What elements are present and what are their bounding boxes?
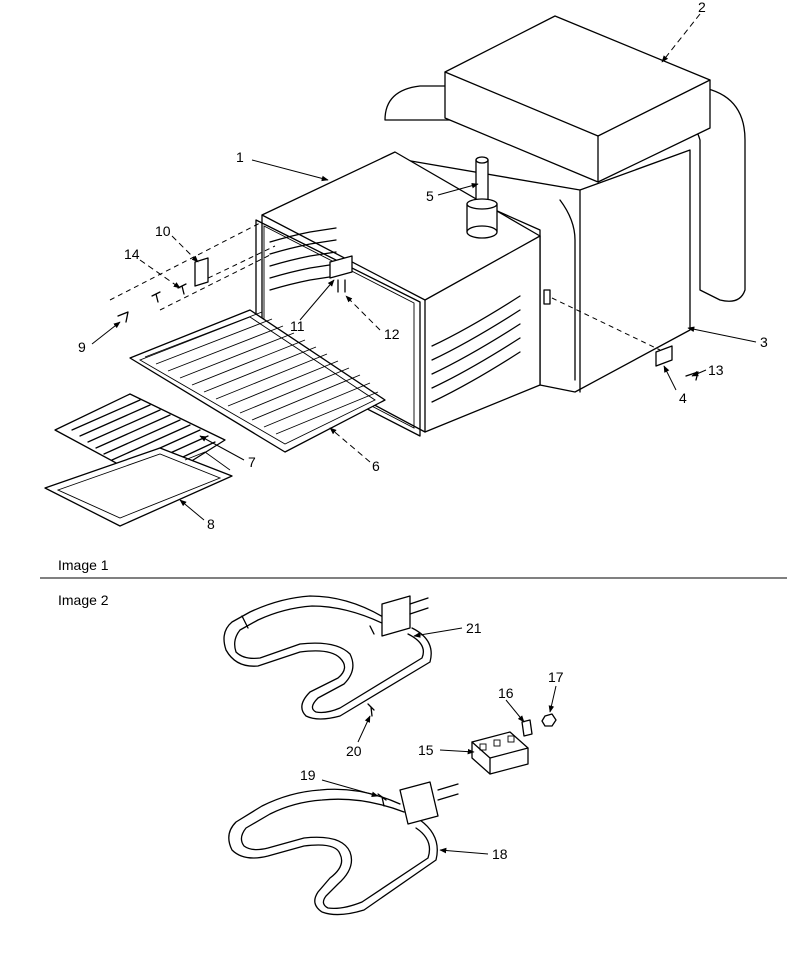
callout-7: 7 (248, 454, 256, 470)
rack-supports (269, 227, 337, 291)
screw-19 (377, 793, 387, 807)
broil-pan (44, 447, 233, 527)
callout-numbers: 1 2 3 4 5 6 7 8 9 10 11 12 13 14 15 16 1… (78, 0, 768, 862)
broil-element (223, 595, 432, 720)
callout-8: 8 (207, 516, 215, 532)
callout-6: 6 (372, 458, 380, 474)
bracket-16 (521, 719, 533, 737)
vent-tube (466, 156, 498, 239)
screw-14a (151, 291, 161, 303)
callout-18: 18 (492, 846, 508, 862)
callout-11: 11 (290, 318, 305, 334)
callout-9: 9 (78, 339, 86, 355)
side-embossing (431, 295, 521, 403)
callout-1: 1 (236, 149, 244, 165)
callout-19: 19 (300, 767, 316, 783)
screws-12 (337, 279, 346, 293)
section-label-image-1: Image 1 (58, 557, 109, 573)
bake-element (228, 781, 459, 916)
bracket-4 (655, 345, 673, 367)
side-clip (543, 289, 551, 305)
bracket-10 (194, 257, 209, 287)
hardware-image1 (117, 255, 699, 381)
callout-10: 10 (155, 223, 171, 239)
callout-13: 13 (708, 362, 724, 378)
callout-14: 14 (124, 246, 140, 262)
callout-20: 20 (346, 743, 362, 759)
nut-17 (541, 713, 557, 727)
callout-17: 17 (548, 669, 564, 685)
callout-4: 4 (679, 390, 687, 406)
screw-20 (367, 703, 375, 717)
oven-rack (129, 309, 386, 453)
oven-liner (255, 151, 551, 437)
clip-9 (117, 311, 129, 323)
element-screw-top (241, 615, 249, 629)
callout-15: 15 (418, 742, 434, 758)
callout-5: 5 (426, 188, 434, 204)
leader-lines (91, 13, 757, 855)
terminal-block (471, 731, 529, 775)
screw-14b (177, 283, 187, 295)
callout-12: 12 (384, 326, 400, 342)
callout-2: 2 (698, 0, 706, 15)
bracket-11 (329, 255, 353, 279)
callout-3: 3 (760, 334, 768, 350)
callout-16: 16 (498, 685, 514, 701)
assembly-lines (109, 221, 661, 351)
callout-21: 21 (466, 620, 482, 636)
insulation-wrap (384, 15, 746, 302)
section-label-image-2: Image 2 (58, 592, 109, 608)
